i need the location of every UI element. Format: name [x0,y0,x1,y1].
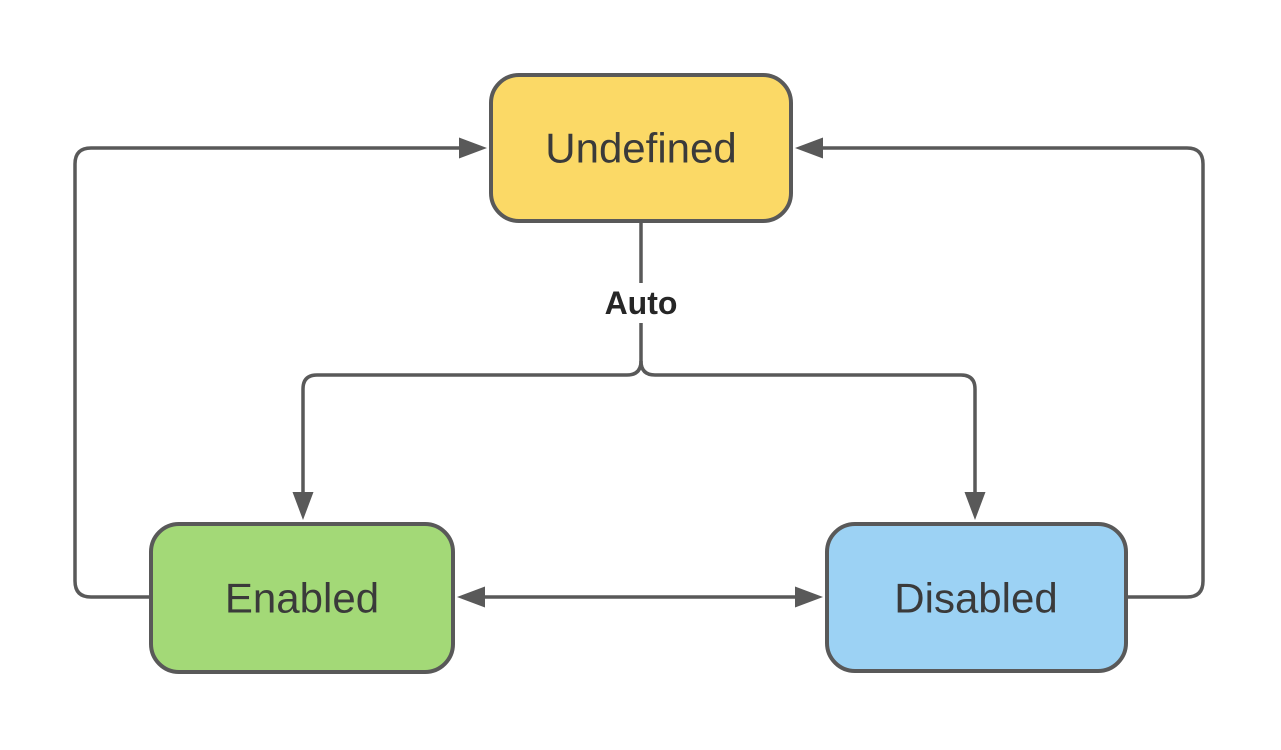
arrowhead-into-undefined-right [795,137,823,159]
arrowhead-into-undefined-left [459,137,487,159]
edge-auto-to-enabled [301,360,643,494]
state-node-undefined[interactable] [489,73,793,223]
edge-disabled-to-undefined [822,146,1205,599]
node-label-undefined: Undefined [545,125,736,172]
arrowhead-into-enabled-right [457,586,485,608]
node-label-enabled: Enabled [225,575,379,622]
arrowhead-into-disabled-left [795,586,823,608]
arrowhead-into-enabled-top [292,492,314,520]
arrowhead-into-disabled-top [964,492,986,520]
state-node-enabled[interactable] [149,522,455,674]
edge-label-background [599,283,683,323]
edge-auto-to-disabled [639,360,977,494]
state-node-disabled[interactable] [825,522,1128,673]
edge-enabled-to-undefined [73,146,460,599]
edge-label-auto: Auto [605,285,678,321]
node-label-disabled: Disabled [894,575,1057,622]
